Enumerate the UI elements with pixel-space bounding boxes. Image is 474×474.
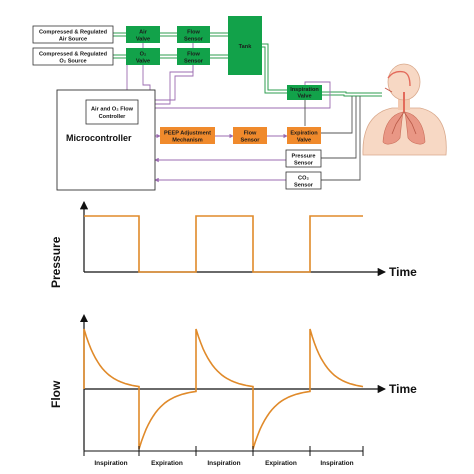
peep-line-2: Mechanism <box>172 138 202 144</box>
inspiration-valve: Inspiration Valve <box>287 85 322 100</box>
flow-chart: Flow Time Inspiration Expiration Inspira… <box>49 314 417 467</box>
flow-sensor-air: Flow Sensor <box>177 26 210 43</box>
tank-label: Tank <box>239 44 253 50</box>
co2-sensor: CO₂ Sensor <box>285 171 322 190</box>
co2-sensor-line-2: Sensor <box>294 183 314 189</box>
air-source-line-1: Compressed & Regulated <box>39 30 108 36</box>
tank: Tank <box>228 16 262 75</box>
expiration-valve-line-2: Valve <box>297 138 311 144</box>
pressure-sensor: Pressure Sensor <box>285 149 322 168</box>
expiration-valve: Expiration Valve <box>287 127 321 144</box>
patient-lines <box>304 96 361 181</box>
flow-controller-line-1: Air and O₂ Flow <box>91 107 134 113</box>
flow-waveform <box>83 328 364 450</box>
inspiration-valve-line-1: Inspiration <box>290 87 319 93</box>
phase-label: Expiration <box>151 460 183 467</box>
o2-source-line-2: O₂ Source <box>59 59 86 65</box>
phase-label: Inspiration <box>94 460 127 467</box>
air-source: Compressed & Regulated Air Source <box>32 25 114 44</box>
flow-xlabel: Time <box>389 382 417 396</box>
phase-label: Expiration <box>265 460 297 467</box>
pressure-waveform <box>84 215 363 273</box>
microcontroller-label: Microcontroller <box>66 133 132 143</box>
air-source-line-2: Air Source <box>59 37 87 43</box>
air-valve: Air Valve <box>126 26 160 43</box>
flow-y-axis-arrow <box>80 314 88 322</box>
pressure-sensor-line-1: Pressure <box>292 154 316 160</box>
flow-sensor-air-line-1: Flow <box>187 30 200 36</box>
o2-valve: O₂ Valve <box>126 48 160 65</box>
inspiration-valve-line-2: Valve <box>297 94 311 100</box>
o2-source-line-1: Compressed & Regulated <box>39 52 108 58</box>
phase-brackets <box>83 446 364 456</box>
phase-label: Inspiration <box>320 460 353 467</box>
pressure-sensor-line-2: Sensor <box>294 161 314 167</box>
patient-lungs-illustration <box>362 63 447 156</box>
o2-source: Compressed & Regulated O₂ Source <box>32 47 114 66</box>
o2-valve-line-2: Valve <box>136 59 150 65</box>
block-diagram: Compressed & Regulated Air Source Compre… <box>32 16 447 191</box>
peep-line-1: PEEP Adjustment <box>164 131 211 137</box>
air-valve-line-2: Valve <box>136 37 150 43</box>
pressure-chart: Pressure Time <box>49 200 417 288</box>
flow-sensor-expiration-line-1: Flow <box>244 131 257 137</box>
flow-sensor-air-line-2: Sensor <box>184 37 204 43</box>
flow-controller-line-2: Controller <box>99 114 127 120</box>
flow-sensor-o2-line-2: Sensor <box>184 59 204 65</box>
co2-sensor-line-1: CO₂ <box>298 176 309 182</box>
flow-ylabel: Flow <box>49 380 63 408</box>
phase-label: Inspiration <box>207 460 240 467</box>
flow-sensor-o2: Flow Sensor <box>177 48 210 65</box>
expiration-valve-line-1: Expiration <box>290 131 318 137</box>
air-valve-line-1: Air <box>139 30 148 36</box>
pressure-xlabel: Time <box>389 265 417 279</box>
flow-sensor-expiration-line-2: Sensor <box>241 138 261 144</box>
peep-mechanism: PEEP Adjustment Mechanism <box>160 127 215 144</box>
flow-sensor-expiration: Flow Sensor <box>233 127 267 144</box>
flow-sensor-o2-line-1: Flow <box>187 52 200 58</box>
flow-controller: Air and O₂ Flow Controller <box>85 99 139 125</box>
air-pipes <box>113 32 382 97</box>
pressure-ylabel: Pressure <box>49 236 63 288</box>
o2-valve-line-1: O₂ <box>140 52 147 58</box>
